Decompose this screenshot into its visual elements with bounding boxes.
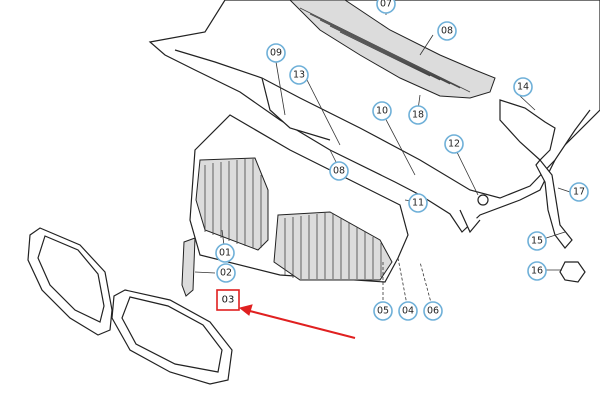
callout-05-label: 05 bbox=[377, 306, 389, 317]
kidney-surround-right bbox=[111, 289, 233, 385]
callout-11[interactable]: 11 bbox=[408, 193, 428, 213]
callout-10-label: 10 bbox=[376, 106, 388, 117]
callout-04[interactable]: 04 bbox=[398, 301, 418, 321]
callout-15-label: 15 bbox=[531, 236, 543, 247]
callout-18[interactable]: 18 bbox=[408, 105, 428, 125]
callout-13-label: 13 bbox=[293, 70, 305, 81]
callout-08-middle[interactable]: 08 bbox=[329, 161, 349, 181]
callout-16-label: 16 bbox=[531, 266, 543, 277]
callout-01-label: 01 bbox=[219, 248, 231, 259]
callout-06[interactable]: 06 bbox=[423, 301, 443, 321]
callout-09[interactable]: 09 bbox=[266, 43, 286, 63]
small-bracket bbox=[181, 237, 196, 297]
callout-02[interactable]: 02 bbox=[216, 263, 236, 283]
callout-01[interactable]: 01 bbox=[215, 243, 235, 263]
callout-03-highlighted[interactable]: 03 bbox=[216, 289, 240, 311]
callout-14-label: 14 bbox=[517, 82, 529, 93]
callout-11-label: 11 bbox=[412, 198, 424, 209]
callout-17[interactable]: 17 bbox=[569, 182, 589, 202]
callout-12-label: 12 bbox=[448, 139, 460, 150]
callout-08-top[interactable]: 08 bbox=[437, 21, 457, 41]
grille-frame bbox=[189, 114, 409, 283]
air-duct bbox=[477, 99, 586, 283]
callout-10[interactable]: 10 bbox=[372, 101, 392, 121]
callout-14[interactable]: 14 bbox=[513, 77, 533, 97]
callout-12[interactable]: 12 bbox=[444, 134, 464, 154]
callout-04-label: 04 bbox=[402, 306, 414, 317]
callout-15[interactable]: 15 bbox=[527, 231, 547, 251]
highlight-arrow bbox=[238, 304, 356, 339]
callout-07[interactable]: 07 bbox=[376, 0, 396, 14]
callout-17-label: 17 bbox=[573, 187, 585, 198]
callout-16[interactable]: 16 bbox=[527, 261, 547, 281]
callout-08-middle-label: 08 bbox=[333, 166, 345, 177]
callout-08-top-label: 08 bbox=[441, 26, 453, 37]
callout-02-label: 02 bbox=[220, 268, 232, 279]
upper-grille-part bbox=[289, 0, 496, 99]
leader-lines bbox=[194, 0, 571, 311]
callout-05[interactable]: 05 bbox=[373, 301, 393, 321]
callout-18-label: 18 bbox=[412, 110, 424, 121]
callout-09-label: 09 bbox=[270, 48, 282, 59]
callout-13[interactable]: 13 bbox=[289, 65, 309, 85]
kidney-surround-left bbox=[27, 227, 113, 336]
callout-06-label: 06 bbox=[427, 306, 439, 317]
callout-07-label: 07 bbox=[380, 0, 392, 10]
callout-03-label: 03 bbox=[222, 295, 235, 306]
